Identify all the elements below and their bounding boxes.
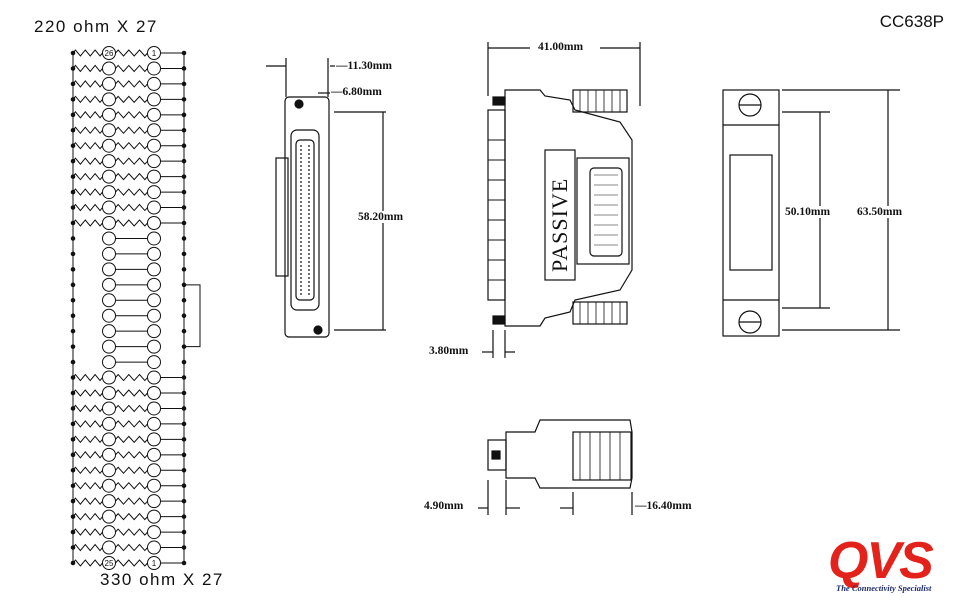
top-resistor-label: 220 ohm X 27 bbox=[34, 17, 158, 36]
dim-pin-length: 3.80mm bbox=[428, 345, 470, 357]
logo-brand: QVS bbox=[828, 532, 934, 590]
dim-length-top: 41.00mm bbox=[537, 41, 585, 53]
part-number: CC638P bbox=[879, 12, 944, 31]
logo-tagline: The Connectivity Specialist bbox=[836, 583, 932, 593]
connector-bottom-view bbox=[478, 419, 633, 515]
connector-top-view bbox=[482, 42, 641, 358]
pin-label-top-right: 1 bbox=[152, 49, 157, 58]
connector-side-view bbox=[266, 58, 386, 338]
dim-height-side: 58.20mm bbox=[357, 211, 405, 223]
pin-label-bottom-left: 25 bbox=[105, 559, 114, 568]
bottom-resistor-label: 330 ohm X 27 bbox=[100, 570, 224, 589]
resistor-schematic: 26 1 25 1 bbox=[70, 46, 201, 570]
pin-label-top-left: 26 bbox=[105, 49, 114, 58]
dim-inner-height: 50.10mm bbox=[784, 206, 832, 218]
dim-latch-length: —16.40mm bbox=[634, 500, 693, 512]
dim-shell-offset: —6.80mm bbox=[330, 86, 383, 98]
dim-outer-height: 63.50mm bbox=[856, 206, 904, 218]
connector-body-label: PASSIVE bbox=[547, 178, 572, 272]
qvs-logo: QVS bbox=[828, 532, 936, 590]
dim-bottom-pin: 4.90mm bbox=[423, 500, 465, 512]
pin-label-bottom-right: 1 bbox=[152, 559, 157, 568]
dim-width-side: —11.30mm bbox=[335, 60, 393, 72]
